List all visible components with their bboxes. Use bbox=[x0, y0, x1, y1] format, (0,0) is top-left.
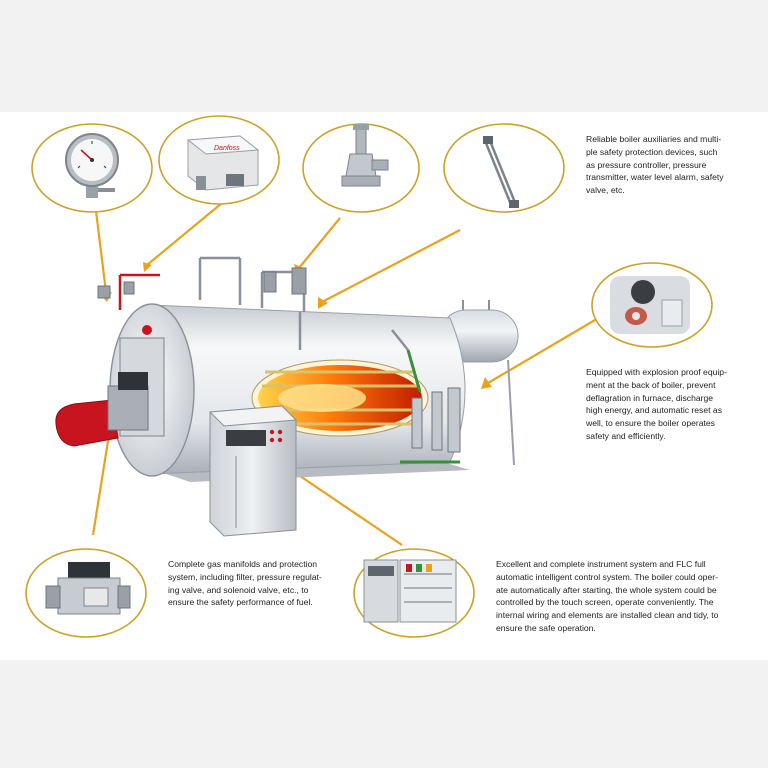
leader-controller bbox=[146, 202, 223, 266]
arrowhead bbox=[143, 262, 152, 272]
text-line: internal wiring and elements are install… bbox=[496, 610, 719, 621]
text-line: transmitter, water level alarm, safety bbox=[586, 172, 724, 183]
text-line: as pressure controller, pressure bbox=[586, 159, 707, 170]
leader-level bbox=[321, 229, 461, 303]
boiler-logo bbox=[142, 325, 152, 335]
text-line: ment at the back of boiler, prevent bbox=[586, 379, 716, 390]
callout-ring bbox=[443, 123, 565, 213]
gas-valve-train-icon bbox=[45, 562, 131, 615]
water-level-gauge-icon bbox=[483, 136, 519, 208]
callout-text-auxiliaries: Reliable boiler auxiliaries and multi- p… bbox=[586, 133, 761, 197]
callout-pressure-gauge bbox=[31, 123, 153, 213]
callout-water-level-gauge bbox=[443, 123, 565, 213]
text-line: Reliable boiler auxiliaries and multi- bbox=[586, 134, 722, 144]
text-line: well, to ensure the boiler operates bbox=[586, 418, 715, 429]
safety-valve-icon bbox=[341, 124, 389, 187]
callout-pressure-controller: Danfoss bbox=[158, 115, 280, 205]
burner bbox=[55, 372, 149, 447]
pressure-controller-icon: Danfoss bbox=[186, 135, 260, 191]
control-cabinet-icon bbox=[363, 559, 457, 623]
controller-brand: Danfoss bbox=[214, 145, 240, 152]
text-line: ple safety protection devices, such bbox=[586, 146, 718, 157]
top-valves bbox=[97, 267, 307, 299]
explosion-door-icon bbox=[610, 276, 690, 334]
arrowhead bbox=[481, 377, 492, 389]
furnace-cutaway bbox=[251, 359, 429, 437]
flame-core bbox=[278, 384, 366, 412]
feed-pumps bbox=[400, 349, 461, 464]
callout-text-instrument-system: Excellent and complete instrument system… bbox=[496, 558, 762, 635]
text-line: ensure the safe operation. bbox=[496, 622, 596, 633]
text-line: ensure the safety performance of fuel. bbox=[168, 597, 313, 608]
callout-text-explosion-proof: Equipped with explosion proof equip- men… bbox=[586, 366, 764, 443]
callout-text-gas-manifolds: Complete gas manifolds and protection sy… bbox=[168, 558, 344, 609]
text-line: automatic intelligent control system. Th… bbox=[496, 571, 718, 582]
text-line: controlled by the touch screen, operate … bbox=[496, 597, 714, 608]
text-line: Equipped with explosion proof equip- bbox=[586, 367, 727, 377]
text-line: Complete gas manifolds and protection bbox=[168, 559, 318, 569]
pressure-gauge-icon bbox=[65, 133, 119, 198]
text-line: ate automatically after starting, the wh… bbox=[496, 584, 717, 595]
arrowhead bbox=[318, 297, 328, 309]
text-line: valve, etc. bbox=[586, 185, 625, 196]
leader-lines bbox=[91, 202, 596, 546]
boiler-assembly bbox=[55, 256, 519, 537]
text-line: Excellent and complete instrument system… bbox=[496, 559, 706, 569]
callout-explosion-door bbox=[591, 262, 713, 348]
text-line: system, including filter, pressure regul… bbox=[168, 571, 322, 582]
text-line: deflagration in furnace, discharge bbox=[586, 392, 714, 403]
callout-gas-valve-train bbox=[25, 548, 147, 638]
text-line: ing valve, and solenoid valve, etc., to bbox=[168, 584, 309, 595]
text-line: safety and efficiently. bbox=[586, 430, 666, 441]
leader-explosion bbox=[487, 319, 596, 384]
boiler-control-cabinet bbox=[208, 405, 298, 537]
callout-control-cabinet bbox=[353, 548, 475, 638]
text-line: high energy, and automatic reset as bbox=[586, 405, 722, 416]
callout-safety-valve bbox=[302, 123, 420, 213]
leader-gauge bbox=[94, 210, 108, 293]
leader-valve bbox=[298, 217, 341, 269]
